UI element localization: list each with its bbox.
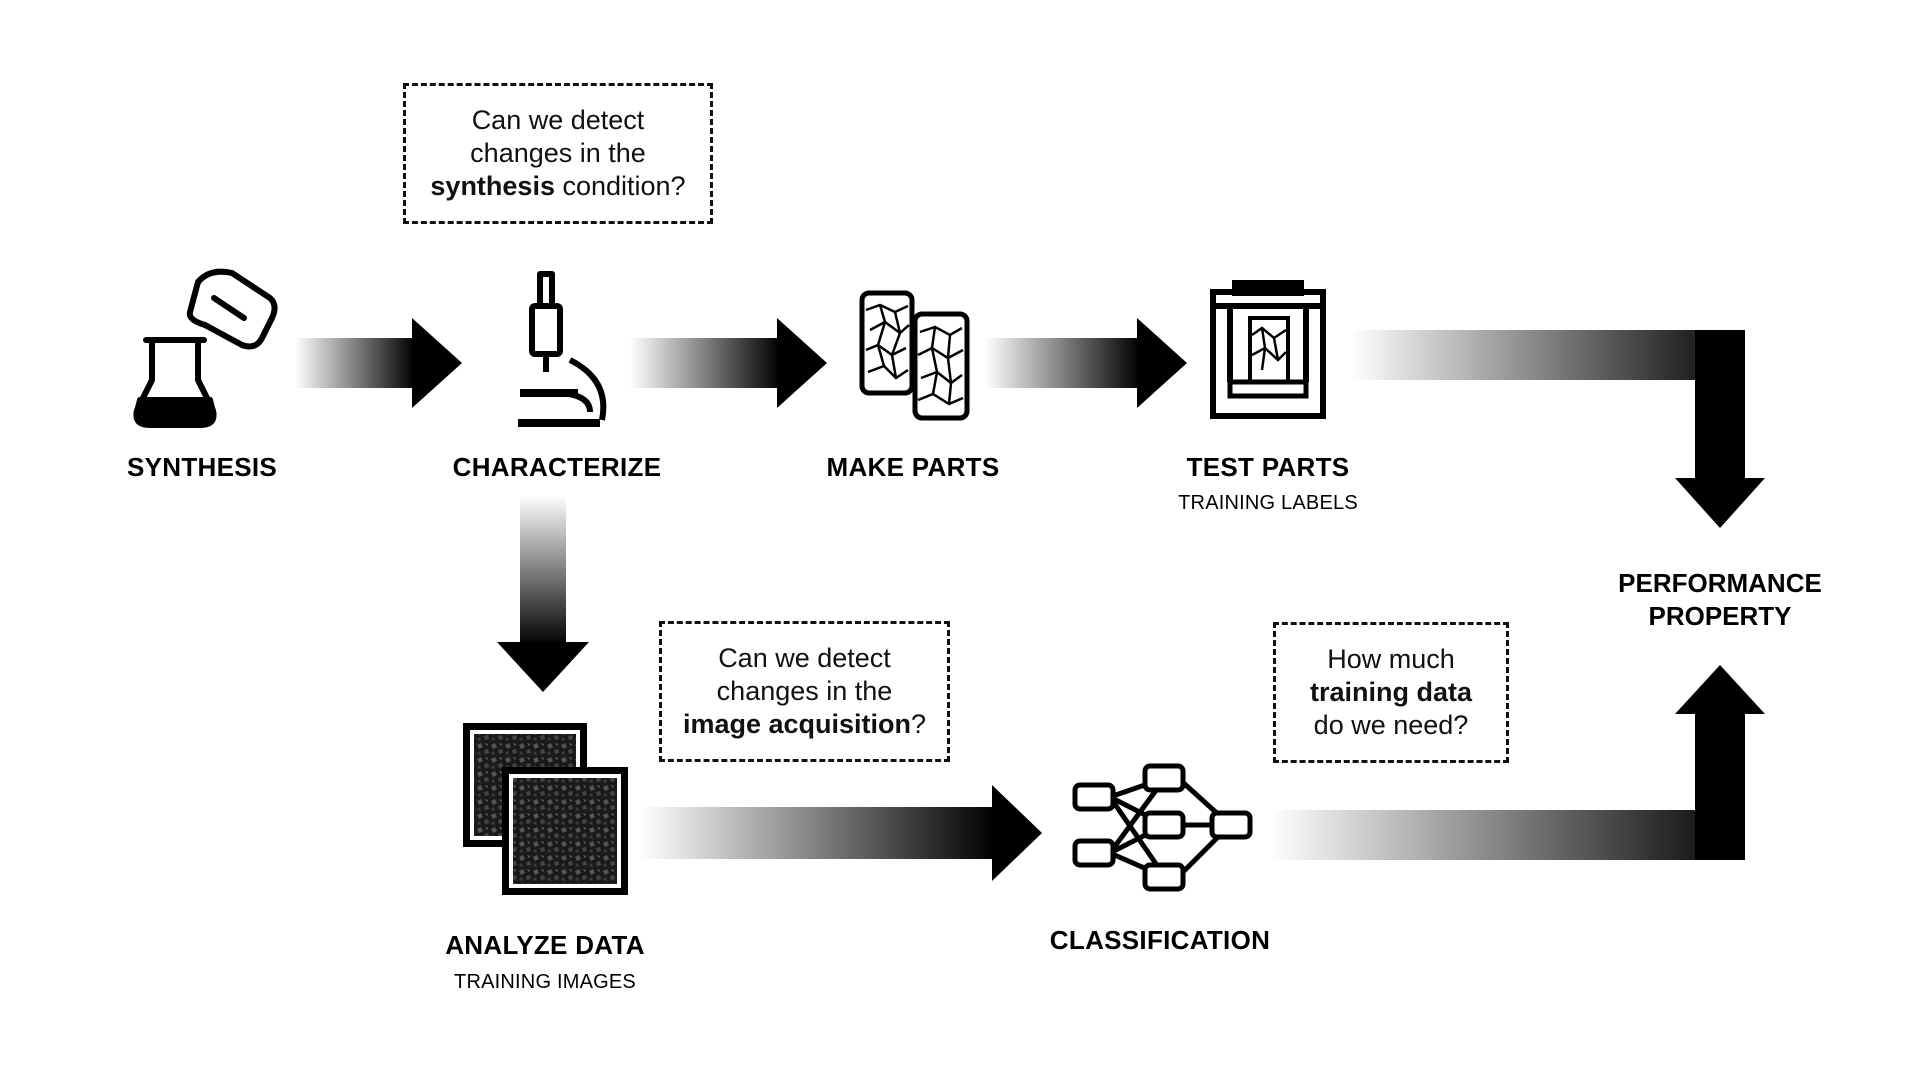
question-synthesis-line2: changes in the — [470, 138, 646, 168]
performance-line1: PERFORMANCE — [1618, 568, 1822, 598]
training-labels-sublabel: TRAINING LABELS — [1178, 492, 1358, 514]
test-parts-label: TEST PARTS — [1186, 452, 1350, 482]
arrow-analyze-to-classification — [640, 785, 1042, 881]
microscope-icon — [518, 271, 607, 427]
question-synthesis-line1: Can we detect — [471, 105, 645, 135]
flask-and-beaker-icon — [133, 268, 278, 428]
question-acquisition-bold: image acquisition — [682, 709, 912, 739]
arrow-classification-to-performance — [1270, 665, 1765, 860]
question-synthesis-rest: condition? — [554, 171, 686, 201]
classification-label: CLASSIFICATION — [1049, 925, 1271, 955]
question-acquisition-rest: ? — [911, 709, 927, 739]
question-synthesis-bold: synthesis — [430, 171, 555, 201]
analyze-data-label: ANALYZE DATA — [445, 930, 645, 960]
test-press-icon — [1210, 280, 1326, 419]
question-training-bold: training data — [1309, 677, 1472, 707]
question-training-line1: How much — [1327, 644, 1455, 674]
performance-property-label: PERFORMANCE PROPERTY — [1590, 567, 1850, 633]
arrow-characterize-to-analyze — [497, 495, 589, 692]
arrow-synthesis-to-characterize — [295, 318, 462, 408]
question-training-line2: training data — [1310, 676, 1472, 709]
arrow-make-parts-to-test-parts — [985, 318, 1187, 408]
performance-line2: PROPERTY — [1648, 601, 1792, 631]
neural-network-icon — [1072, 763, 1253, 892]
micrograph-images-icon — [463, 723, 628, 895]
question-box-synthesis: Can we detect changes in the synthesis c… — [403, 83, 713, 224]
make-parts-label: MAKE PARTS — [826, 452, 1000, 482]
question-synthesis-line3: synthesis condition? — [430, 170, 685, 203]
arrow-test-parts-to-performance — [1350, 330, 1765, 528]
arrow-characterize-to-make-parts — [630, 318, 827, 408]
question-acquisition-line2: changes in the — [716, 676, 893, 706]
characterize-label: CHARACTERIZE — [452, 452, 662, 482]
question-acquisition-line1: Can we detect — [718, 643, 891, 673]
training-images-sublabel: TRAINING IMAGES — [454, 971, 636, 993]
question-acquisition-line3: image acquisition? — [683, 708, 926, 741]
cylindrical-parts-icon — [859, 290, 970, 421]
question-training-line3: do we need? — [1313, 710, 1469, 740]
synthesis-label: SYNTHESIS — [126, 452, 278, 482]
question-box-training: How much training data do we need? — [1273, 622, 1509, 763]
question-box-acquisition: Can we detect changes in the image acqui… — [659, 621, 950, 762]
